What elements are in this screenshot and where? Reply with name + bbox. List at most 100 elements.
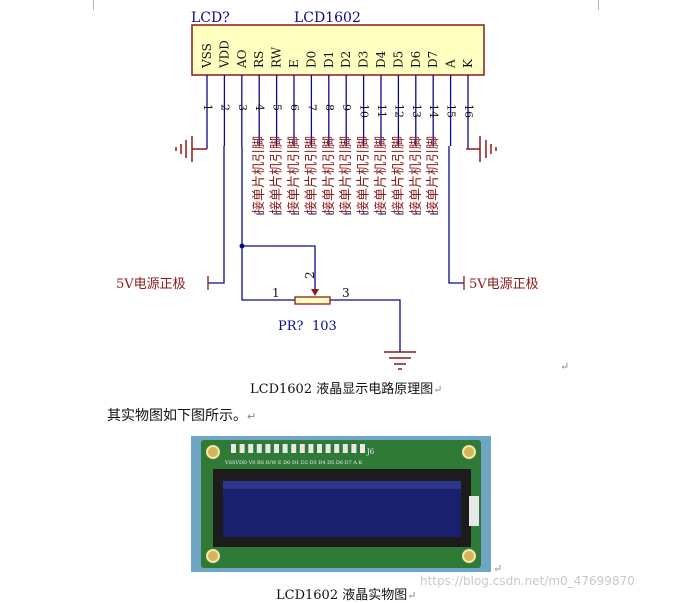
header-pin-11: [317, 444, 322, 453]
mcu-label-rs: 接单片机引脚: [251, 136, 267, 214]
pin-number-8: 8: [323, 104, 336, 111]
mcu-label-d6: 接单片机引脚: [408, 136, 424, 214]
schematic-caption: LCD1602 液晶显示电路原理图↵: [250, 378, 442, 397]
junction-dot: [239, 243, 245, 249]
pin-name-a: A: [444, 59, 458, 69]
pin-number-5: 5: [271, 104, 284, 111]
pin-name-rs: RS: [252, 51, 266, 68]
pin-number-9: 9: [340, 104, 353, 111]
body-paragraph: 其实物图如下图所示。↵: [107, 405, 256, 425]
pin-number-16: 16: [462, 104, 475, 118]
paragraph-mark: ↵: [560, 360, 570, 373]
pot-pin-3: 3: [342, 286, 350, 300]
header-pin-7: [282, 444, 288, 453]
backlight-wire: [448, 146, 464, 284]
pin-number-4: 4: [253, 104, 266, 111]
paragraph-mark: ↵: [493, 562, 503, 575]
lcd-module-photo: VSSVDD V0 RS R/W E D0 D1 D2 D3 D4 D5 D6 …: [191, 436, 491, 572]
pin-number-13: 13: [410, 104, 423, 118]
mcu-label-d3: 接单片机引脚: [356, 136, 372, 214]
csdn-watermark: https://blog.csdn.net/m0_47699870: [420, 574, 635, 588]
page-margin-mark-right: [598, 0, 599, 10]
photo-caption: LCD1602 液晶实物图↵: [276, 584, 416, 603]
header-pin-2: [239, 444, 245, 453]
pin-name-e: E: [287, 59, 301, 68]
page-margin-mark-left: [93, 0, 94, 10]
pin-name-d4: D4: [374, 50, 388, 68]
mcu-label-d2: 接单片机引脚: [338, 136, 354, 214]
schematic-caption-text: LCD1602 液晶显示电路原理图: [250, 382, 434, 397]
header-pin-6: [274, 444, 279, 453]
header-pin-14: [342, 444, 348, 453]
pin-number-11: 11: [375, 104, 388, 118]
contrast-wire: [241, 146, 401, 352]
mcu-label-d4: 接单片机引脚: [373, 136, 389, 214]
header-pin-1: [231, 444, 236, 453]
pin-number-12: 12: [392, 104, 405, 118]
vcc-label-right: 5V电源正极: [469, 277, 539, 292]
pin-number-6: 6: [288, 104, 301, 111]
pin-number-15: 15: [445, 104, 458, 118]
paragraph-mark: ↵: [407, 589, 417, 602]
silkscreen-pin-labels: VSSVDD V0 RS R/W E D0 D1 D2 D3 D4 D5 D6 …: [224, 460, 363, 466]
mcu-label-d7: 接单片机引脚: [425, 136, 441, 214]
body-paragraph-text: 其实物图如下图所示。: [107, 408, 247, 424]
pin-name-d7: D7: [426, 51, 440, 68]
header-pin-4: [256, 444, 262, 453]
lcd-body: [191, 24, 485, 76]
pot-value: 103: [312, 319, 337, 334]
mcu-label-rw: 接单片机引脚: [269, 136, 285, 214]
pin-name-vss: VSS: [200, 43, 214, 69]
potentiometer: [294, 296, 331, 305]
header-pin-10: [308, 444, 314, 453]
pin-name-vdd: VDD: [217, 40, 231, 69]
header-pin-13: [334, 444, 340, 453]
pin-name-d2: D2: [339, 51, 353, 68]
pin-number-10: 10: [358, 104, 371, 118]
header-pin-9: [299, 444, 305, 453]
pin-name-d3: D3: [357, 51, 371, 68]
mcu-label-d1: 接单片机引脚: [321, 136, 337, 214]
header-pin-5: [265, 444, 271, 453]
mcu-label-e: 接单片机引脚: [286, 136, 302, 214]
paragraph-mark: ↵: [247, 410, 257, 423]
pot-designator: PR?: [278, 319, 304, 334]
vdd-wire: [208, 146, 225, 284]
pin-number-7: 7: [305, 104, 318, 111]
mcu-label-d0: 接单片机引脚: [303, 136, 319, 214]
pin-name-d1: D1: [322, 51, 336, 68]
lcd-part-name: LCD1602: [294, 10, 361, 26]
mcu-label-d5: 接单片机引脚: [390, 136, 406, 214]
mcu-pin-labels: 接单片机引脚接单片机引脚接单片机引脚接单片机引脚接单片机引脚接单片机引脚接单片机…: [251, 136, 441, 215]
photo-caption-text: LCD1602 液晶实物图: [276, 588, 408, 603]
header-pin-12: [325, 444, 331, 453]
pin-name-d6: D6: [409, 51, 423, 68]
header-pin-8: [291, 444, 297, 453]
header-pin-3: [248, 444, 254, 453]
header-pin-15: [351, 444, 357, 453]
lcd-pin-lines: [206, 75, 469, 149]
ground-symbol-bottom: [384, 351, 416, 370]
backlight-tab: [469, 496, 479, 526]
header-pin-16: [360, 444, 365, 453]
pot-pin-1: 1: [272, 286, 280, 300]
vcc-label-left: 5V电源正极: [116, 277, 186, 292]
lcd-screen: [223, 481, 461, 537]
pin-name-k: K: [461, 58, 475, 68]
silkscreen-ref: J6: [366, 448, 375, 456]
mounting-holes: [206, 445, 476, 563]
pot-pin-2: 2: [303, 271, 317, 279]
potentiometer-wiper-arrow: [311, 289, 319, 296]
paragraph-mark: ↵: [433, 383, 443, 396]
screen-glare: [223, 481, 461, 489]
ground-symbol-left: [175, 136, 207, 162]
pin-number-2: 2: [218, 104, 231, 111]
pin-name-d0: D0: [304, 51, 318, 68]
pin-number-14: 14: [427, 104, 440, 118]
lcd-designator: LCD?: [191, 10, 230, 26]
pin-number-3: 3: [236, 104, 249, 111]
pin-name-ao: AO: [235, 49, 249, 69]
